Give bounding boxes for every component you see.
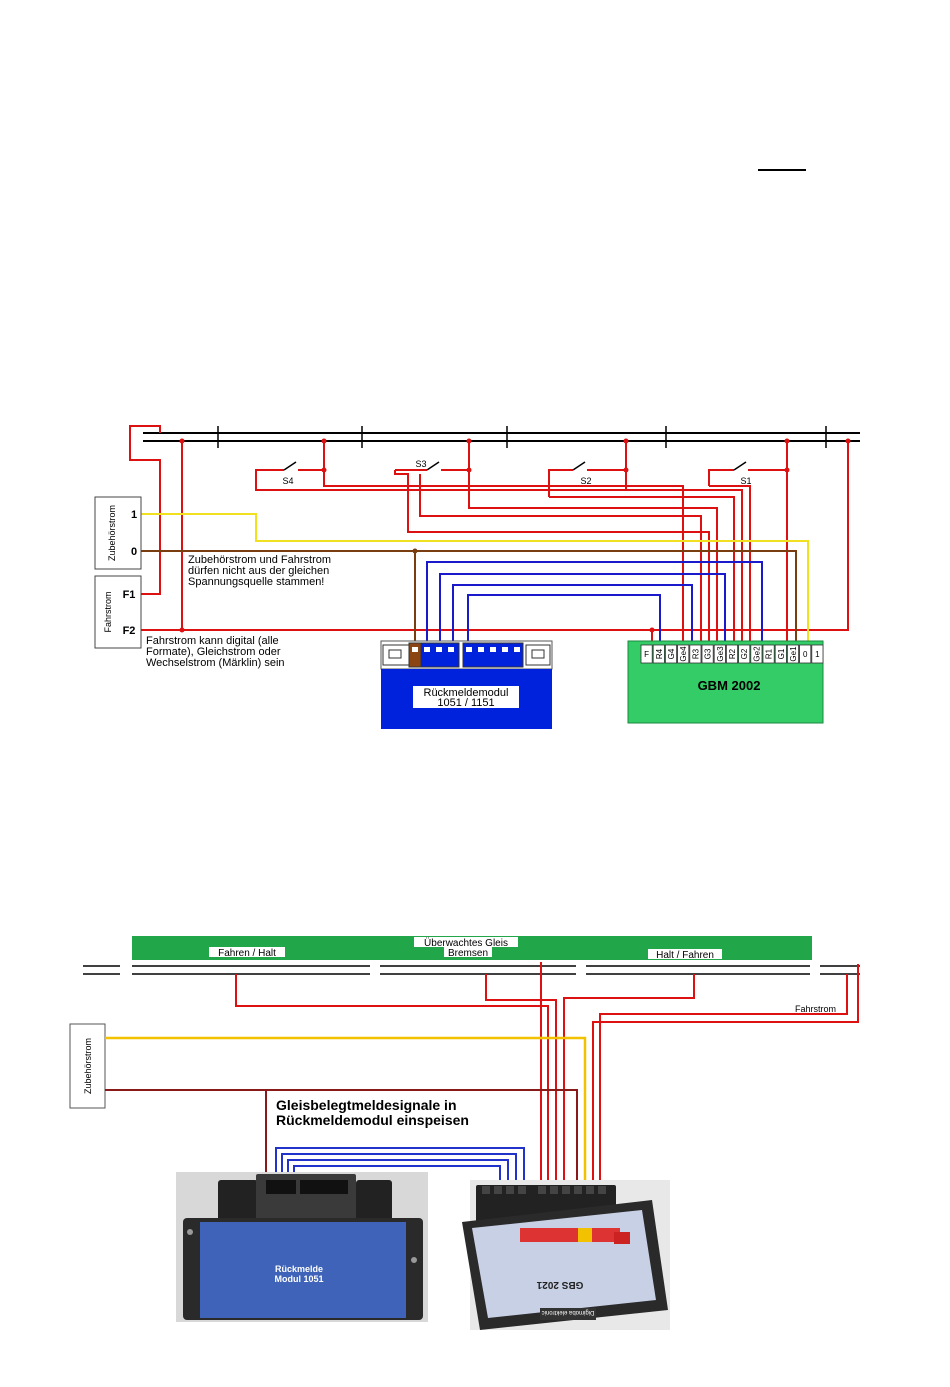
monitored-track-title: Überwachtes Gleis	[424, 937, 508, 949]
gbm-terminal-label: Ge1	[789, 646, 798, 662]
yellow-wire	[123, 513, 809, 642]
switch-s4-label: S4	[282, 476, 293, 486]
gbm-terminal-box	[726, 644, 739, 664]
svg-text:Fahrstrom kann digital (alle: Fahrstrom kann digital (alle	[146, 635, 279, 647]
accessory-power-label-2: Zubehörstrom	[83, 1038, 93, 1094]
svg-text:Wechselstrom (Märklin) sein: Wechselstrom (Märklin) sein	[146, 657, 285, 669]
brown-wire	[123, 550, 797, 642]
drive-power-label: Fahrstrom	[103, 591, 113, 632]
switch-symbols	[283, 461, 747, 471]
gbs-module-brand: Digimoba elektronic	[542, 1309, 595, 1315]
gbs-terminal-pins	[482, 1186, 606, 1194]
section-right-bg	[648, 949, 722, 959]
gbm-terminal-label: G3	[704, 648, 713, 659]
switch-s2-label: S2	[580, 476, 591, 486]
section-left-label: Fahren / Halt	[218, 948, 276, 959]
gbm-terminal-box	[787, 644, 800, 664]
gbm-terminal-box	[762, 644, 775, 664]
signal-note-line2: Rückmeldemodul einspeisen	[276, 1112, 469, 1128]
gbm-terminal-label: R1	[765, 648, 774, 659]
svg-text:Zubehörstrom und Fahrstrom: Zubehörstrom und Fahrstrom	[188, 554, 331, 566]
wiring-diagram-gbs2021: Überwachtes Gleis Fahren / Halt Bremsen …	[69, 936, 860, 1330]
drive-power-box: Fahrstrom F1 F2	[94, 575, 142, 649]
gbm-terminal-label: R2	[728, 648, 737, 659]
gbm-terminal-box	[652, 644, 665, 664]
gbm-terminal-box	[738, 644, 751, 664]
feedback-module-1051: Rückmeldemodul 1051 / 1151	[380, 640, 553, 729]
wiring-diagram-gbm2002: Zubehörstrom 1 0 Fahrstrom F1 F2 S4 S3 S…	[94, 425, 860, 729]
gbm-terminal-box	[640, 644, 653, 664]
svg-text:Formate), Gleichstrom oder: Formate), Gleichstrom oder	[146, 646, 281, 658]
feedback-module-1051-photo: Rückmelde Modul 1051	[176, 1172, 428, 1322]
terminal-f2-label: F2	[123, 625, 136, 637]
gbm-terminal-box	[774, 644, 787, 664]
gbm-terminal-box	[713, 644, 726, 664]
section-left-bg	[209, 947, 285, 957]
accessory-power-box-2: Zubehörstrom	[69, 1023, 106, 1109]
gbm-terminal-label: G4	[667, 648, 676, 659]
monitored-track-title-bg	[414, 937, 518, 947]
signal-note-line1: Gleisbelegtmeldesignale in	[276, 1097, 457, 1113]
gbm-terminal-box	[750, 644, 763, 664]
track-rails	[143, 426, 860, 448]
gbm-terminal-box	[665, 644, 678, 664]
gbm-terminal-box	[811, 644, 824, 664]
track-rails-2	[83, 965, 860, 975]
module-1051-label-line1: Rückmelde	[275, 1264, 323, 1274]
gbm-terminal-label: Ge2	[752, 646, 761, 662]
gbm-module-title: GBM 2002	[698, 678, 761, 693]
gbm-terminal-label: F	[644, 650, 649, 659]
module-1051-label-line2: Modul 1051	[274, 1274, 323, 1284]
section-middle-bg	[444, 947, 492, 957]
switch-s1-label: S1	[740, 476, 751, 486]
feedback-module-model: 1051 / 1151	[437, 697, 494, 709]
note-accessory-warning: Zubehörstrom und Fahrstrom dürfen nicht …	[188, 554, 331, 588]
gbm-terminal-label: G1	[777, 648, 786, 659]
section-right-label: Halt / Fahren	[656, 950, 714, 961]
terminal-0-label: 0	[131, 546, 137, 558]
junction-dots	[179, 438, 851, 633]
blue-wires	[426, 561, 763, 645]
gbm-terminal-label: R4	[655, 648, 664, 659]
gbm-terminal-label: 1	[815, 650, 820, 659]
gbm-terminal-label: G2	[740, 648, 749, 659]
dark-red-wire-2	[105, 1089, 578, 1188]
gbm-terminal-box	[701, 644, 714, 664]
accessory-power-label: Zubehörstrom	[107, 505, 117, 561]
terminal-1-label: 1	[131, 509, 137, 521]
note-drive-current: Fahrstrom kann digital (alle Formate), G…	[146, 635, 285, 669]
yellow-wire-2	[105, 1036, 587, 1188]
svg-text:Spannungsquelle stammen!: Spannungsquelle stammen!	[188, 576, 324, 588]
drive-current-label-2: Fahrstrom	[795, 1004, 836, 1014]
switch-s3-label: S3	[415, 459, 426, 469]
gbs-2021-module-photo: GBS 2021 Digimoba elektronic	[462, 1180, 670, 1330]
terminal-f1-label: F1	[123, 589, 136, 601]
gbm-terminal-box	[799, 644, 812, 664]
gbm-terminal-label: Ge3	[716, 646, 725, 662]
feedback-module-title: Rückmeldemodul	[424, 687, 509, 699]
svg-text:dürfen nicht aus der gleichen: dürfen nicht aus der gleichen	[188, 565, 329, 577]
brown-junction	[412, 548, 418, 554]
gbm-terminal-label: 0	[803, 650, 808, 659]
gbm-terminal-box	[689, 644, 702, 664]
red-wires-2	[235, 962, 859, 1188]
gbm-terminal-label: R3	[691, 648, 700, 659]
gbm-terminal-box	[677, 644, 690, 664]
accessory-power-box: Zubehörstrom 1 0	[94, 496, 142, 570]
section-middle-label: Bremsen	[448, 948, 488, 959]
red-wires	[123, 425, 849, 642]
gbs-module-label: GBS 2021	[536, 1279, 583, 1290]
gbm-terminal-label: Ge4	[679, 646, 688, 662]
